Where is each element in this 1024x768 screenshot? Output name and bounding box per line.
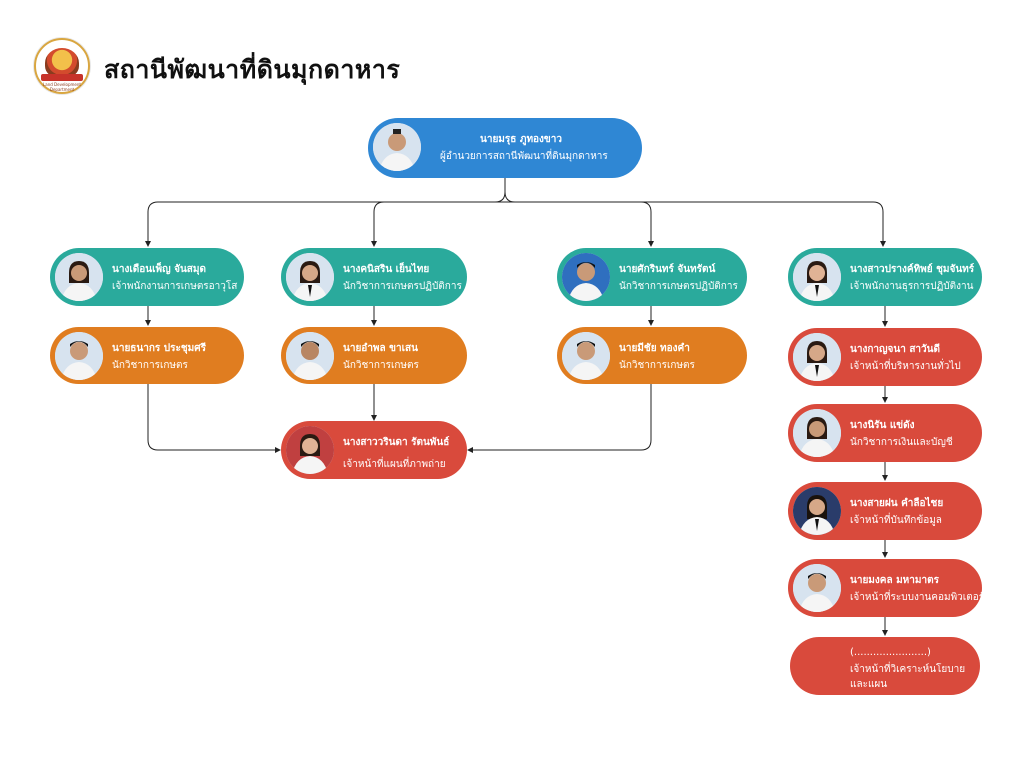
node-role-continued: และแผน <box>850 679 888 690</box>
org-node: นายธนากร ประชุมศรี นักวิชาการเกษตร <box>50 327 244 384</box>
node-name: นางกาญจนา สาวันดี <box>850 344 940 355</box>
node-name: (.......................) <box>850 647 931 658</box>
portrait-photo <box>793 409 841 457</box>
node-name: นายศักรินทร์ จันทรัตน์ <box>619 264 716 275</box>
node-name: นางสายฝน คำลือไชย <box>850 498 944 509</box>
portrait-photo <box>562 332 610 380</box>
node-name: นางสาววรินดา รัตนพันธ์ <box>343 437 450 448</box>
node-role: นักวิชาการเกษตรปฏิบัติการ <box>343 281 462 292</box>
node-name: นางเดือนเพ็ญ จันสมุด <box>112 264 206 275</box>
node-role: นักวิชาการเกษตร <box>343 360 419 371</box>
node-name: นางนิรัน แข่ดัง <box>850 420 915 431</box>
node-role: นักวิชาการเกษตร <box>619 360 695 371</box>
node-role: เจ้าหน้าที่ระบบงานคอมพิวเตอร์ <box>850 592 985 603</box>
org-node: นางคนิสริน เย็นไทย นักวิชาการเกษตรปฏิบัต… <box>281 248 467 306</box>
org-node: นายอำพล ขาเสน นักวิชาการเกษตร <box>281 327 467 384</box>
node-role: ผู้อำนวยการสถานีพัฒนาที่ดินมุกดาหาร <box>440 151 608 162</box>
org-node: นางสาววรินดา รัตนพันธ์ เจ้าหน้าที่แผนที่… <box>281 421 467 479</box>
node-role: นักวิชาการเงินและบัญชี <box>850 437 953 448</box>
org-node-vacant: (.......................) เจ้าหน้าที่วิเ… <box>790 637 980 695</box>
org-node: นางเดือนเพ็ญ จันสมุด เจ้าพนักงานการเกษตร… <box>50 248 244 306</box>
org-node: นายมงคล มหามาตร เจ้าหน้าที่ระบบงานคอมพิว… <box>788 559 985 617</box>
node-role: นักวิชาการเกษตรปฏิบัติการ <box>619 281 738 292</box>
node-name: นายมรุธ ภูทองขาว <box>480 134 562 145</box>
node-name: นายธนากร ประชุมศรี <box>112 343 206 354</box>
portrait-photo <box>793 253 841 301</box>
portrait-photo <box>286 253 334 301</box>
org-node: นายมีชัย ทองคำ นักวิชาการเกษตร <box>557 327 747 384</box>
portrait-photo <box>562 253 610 301</box>
org-node: นางสายฝน คำลือไชย เจ้าหน้าที่บันทึกข้อมู… <box>788 482 982 540</box>
portrait-photo <box>55 332 103 380</box>
org-node: นางสาวปรางค์ทิพย์ ชุมจันทร์ เจ้าพนักงานธ… <box>788 248 982 306</box>
org-node: นางนิรัน แข่ดัง นักวิชาการเงินและบัญชี <box>788 404 982 462</box>
node-role: เจ้าพนักงานการเกษตรอาวุโส <box>112 281 238 292</box>
node-role: เจ้าหน้าที่บริหารงานทั่วไป <box>850 361 961 372</box>
portrait-photo <box>793 333 841 381</box>
node-role: เจ้าหน้าที่บันทึกข้อมูล <box>850 515 942 526</box>
org-node: นายศักรินทร์ จันทรัตน์ นักวิชาการเกษตรปฏ… <box>557 248 747 306</box>
node-name: นางคนิสริน เย็นไทย <box>343 264 430 275</box>
node-name: นายมงคล มหามาตร <box>850 575 939 586</box>
portrait-photo <box>373 123 421 171</box>
portrait-photo <box>286 426 334 474</box>
node-role: นักวิชาการเกษตร <box>112 360 188 371</box>
org-node-director: นายมรุธ ภูทองขาว ผู้อำนวยการสถานีพัฒนาที… <box>368 118 642 178</box>
portrait-photo <box>793 564 841 612</box>
node-role: เจ้าหน้าที่วิเคราะห์นโยบาย <box>850 664 966 675</box>
portrait-photo <box>793 487 841 535</box>
land-development-department-logo-icon: Land Development Department <box>34 38 90 94</box>
logo-text: Land Development Department <box>43 82 81 92</box>
node-role: เจ้าหน้าที่แผนที่ภาพถ่าย <box>343 459 446 470</box>
node-name: นายอำพล ขาเสน <box>343 343 418 354</box>
node-role: เจ้าพนักงานธุรการปฏิบัติงาน <box>850 281 974 292</box>
org-node: นางกาญจนา สาวันดี เจ้าหน้าที่บริหารงานทั… <box>788 328 982 386</box>
page-title: สถานีพัฒนาที่ดินมุกดาหาร <box>104 55 401 84</box>
portrait-photo <box>286 332 334 380</box>
portrait-photo <box>55 253 103 301</box>
node-name: นางสาวปรางค์ทิพย์ ชุมจันทร์ <box>850 264 975 275</box>
node-name: นายมีชัย ทองคำ <box>619 343 690 354</box>
